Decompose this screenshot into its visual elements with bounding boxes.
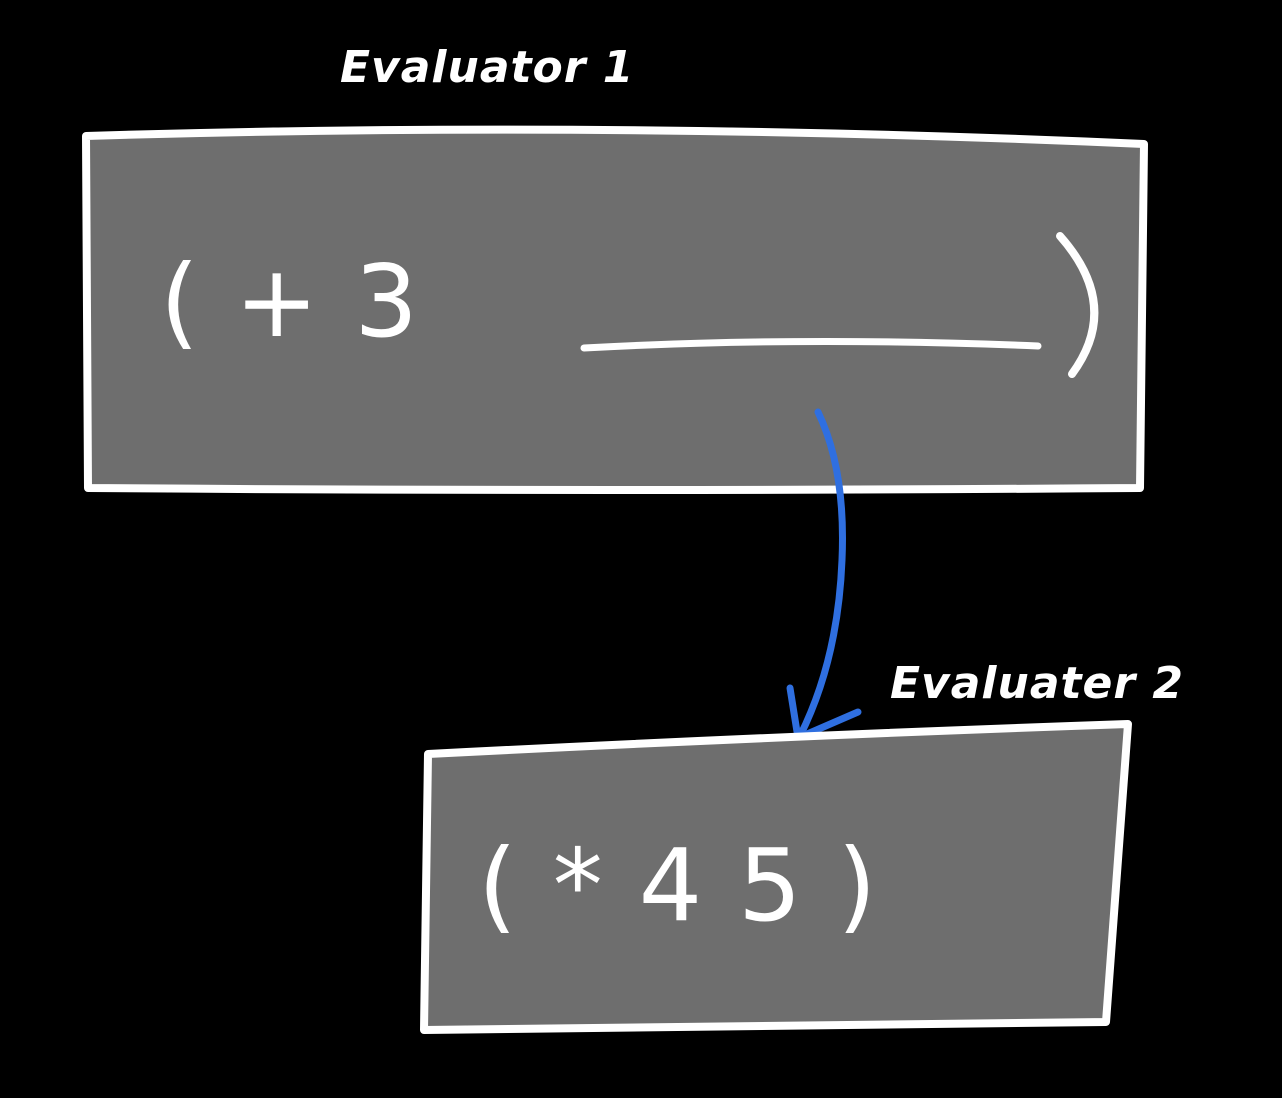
evaluator-1-blank-slot xyxy=(580,337,1042,352)
evaluator-2-box xyxy=(420,720,1132,1034)
evaluator-1-closing-paren xyxy=(1056,232,1099,378)
evaluator-1-expression: ( + 3 xyxy=(160,243,420,360)
evaluator-1-label: Evaluator 1 xyxy=(340,42,634,93)
evaluator-2-expression: ( * 4 5 ) xyxy=(478,827,878,944)
evaluator-1-box xyxy=(82,125,1148,494)
evaluator-2-label: Evaluater 2 xyxy=(890,658,1184,709)
